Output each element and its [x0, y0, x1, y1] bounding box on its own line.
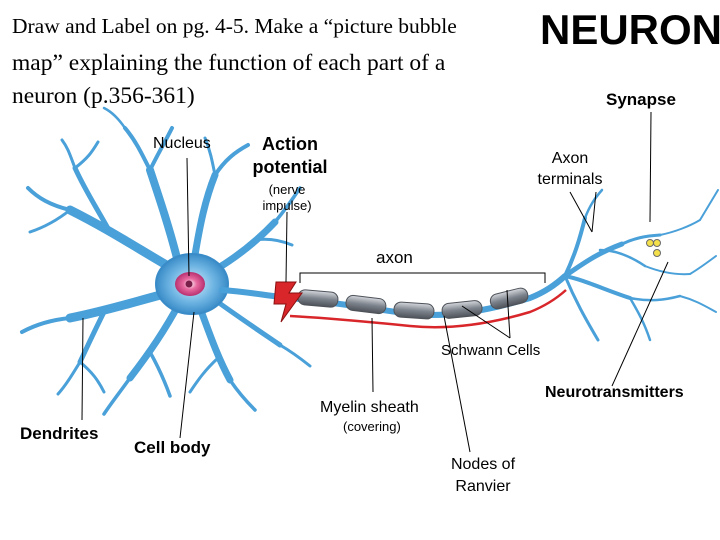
label-nerve-impulse-2: impulse): [262, 198, 312, 213]
instruction-line-1: Draw and Label on pg. 4-5. Make a “pictu…: [12, 14, 457, 38]
nucleolus-shape: [185, 280, 193, 288]
myelin-sheath-segments: [297, 287, 529, 320]
action-potential-bolt-icon: [273, 281, 303, 323]
label-action-potential-1: Action: [262, 134, 318, 154]
label-axon-terminals-1: Axon: [551, 150, 589, 167]
label-nodes-of-ranvier-1: Nodes of: [450, 456, 516, 473]
instruction-line-2: map” explaining the function of each par…: [12, 50, 446, 76]
label-myelin-sheath: Myelin sheath: [320, 399, 419, 416]
pointer-lines: [81, 111, 669, 453]
label-axon-terminals-2: terminals: [537, 171, 603, 188]
neurotransmitter-vesicles: [646, 239, 661, 257]
label-axon: axon: [376, 248, 413, 267]
axon-terminals-group: [562, 188, 719, 342]
dendrites-group: [20, 106, 312, 416]
label-nucleus: Nucleus: [153, 135, 211, 152]
label-dendrites: Dendrites: [20, 424, 99, 443]
axon-bracket: [299, 272, 546, 283]
label-nerve-impulse-1: (nerve: [268, 182, 306, 197]
label-synapse: Synapse: [606, 90, 676, 109]
page-title: NEURON: [540, 6, 720, 53]
instruction-line-3: neuron (p.356-361): [12, 83, 195, 109]
impulse-path: [289, 289, 567, 329]
label-cell-body: Cell body: [134, 438, 211, 457]
label-nodes-of-ranvier-2: Ranvier: [455, 478, 511, 495]
label-covering: (covering): [343, 419, 401, 434]
label-neurotransmitters: Neurotransmitters: [545, 384, 684, 401]
label-action-potential-2: potential: [252, 157, 328, 177]
label-schwann-cells: Schwann Cells: [441, 342, 541, 359]
